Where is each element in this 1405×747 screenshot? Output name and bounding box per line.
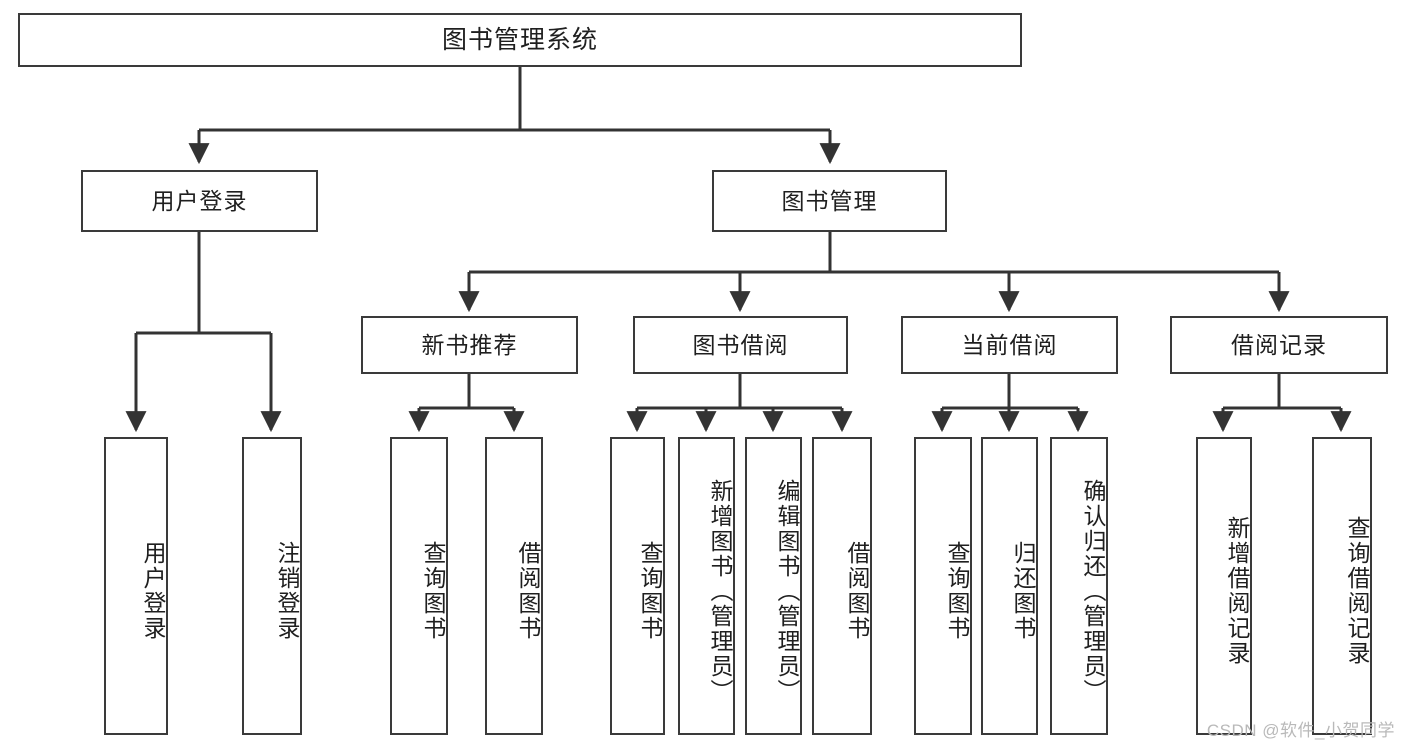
leaf-book-borrow-edit-book-admin[interactable]: 编辑图书（管理员） (745, 437, 802, 735)
leaf-borrow-record-query-record[interactable]: 查询借阅记录 (1312, 437, 1372, 735)
node-label: 新增借阅记录 (1224, 516, 1250, 666)
node-current-borrow[interactable]: 当前借阅 (901, 316, 1118, 374)
node-label: 查询借阅记录 (1344, 516, 1370, 666)
node-label: 图书管理 (781, 187, 878, 214)
leaf-current-borrow-query-book[interactable]: 查询图书 (914, 437, 972, 735)
leaf-user-login-logout[interactable]: 注销登录 (242, 437, 302, 735)
node-label: 确认归还（管理员） (1080, 478, 1106, 704)
leaf-user-login-login[interactable]: 用户登录 (104, 437, 168, 735)
node-label: 图书借阅 (692, 331, 789, 358)
node-label: 编辑图书（管理员） (774, 478, 800, 704)
leaf-book-borrow-borrow-book[interactable]: 借阅图书 (812, 437, 872, 735)
node-user-login[interactable]: 用户登录 (81, 170, 318, 232)
node-book-management[interactable]: 图书管理 (712, 170, 947, 232)
node-borrow-record[interactable]: 借阅记录 (1170, 316, 1388, 374)
node-label: 查询图书 (944, 541, 970, 641)
node-label: 图书管理系统 (441, 25, 598, 54)
leaf-book-borrow-add-book-admin[interactable]: 新增图书（管理员） (678, 437, 735, 735)
node-label: 注销登录 (274, 541, 300, 641)
node-label: 借阅记录 (1231, 331, 1327, 358)
leaf-book-borrow-query-book[interactable]: 查询图书 (610, 437, 665, 735)
leaf-new-book-query-book[interactable]: 查询图书 (390, 437, 448, 735)
node-label: 用户登录 (151, 187, 248, 214)
node-label: 归还图书 (1010, 541, 1036, 641)
node-root-book-management-system[interactable]: 图书管理系统 (18, 13, 1022, 67)
node-label: 新增图书（管理员） (707, 478, 733, 704)
node-label: 当前借阅 (961, 331, 1058, 358)
node-book-borrow[interactable]: 图书借阅 (633, 316, 848, 374)
watermark-text: CSDN @软件_小贺同学 (1206, 721, 1395, 740)
leaf-current-borrow-confirm-return-admin[interactable]: 确认归还（管理员） (1050, 437, 1108, 735)
node-label: 查询图书 (637, 541, 663, 641)
leaf-new-book-borrow-book[interactable]: 借阅图书 (485, 437, 543, 735)
node-new-book-recommendation[interactable]: 新书推荐 (361, 316, 578, 374)
node-label: 用户登录 (140, 541, 166, 641)
leaf-borrow-record-add-record[interactable]: 新增借阅记录 (1196, 437, 1252, 735)
node-label: 查询图书 (420, 541, 446, 641)
node-label: 借阅图书 (515, 541, 541, 641)
node-label: 借阅图书 (844, 541, 870, 641)
node-label: 新书推荐 (421, 331, 518, 358)
leaf-current-borrow-return-book[interactable]: 归还图书 (981, 437, 1038, 735)
